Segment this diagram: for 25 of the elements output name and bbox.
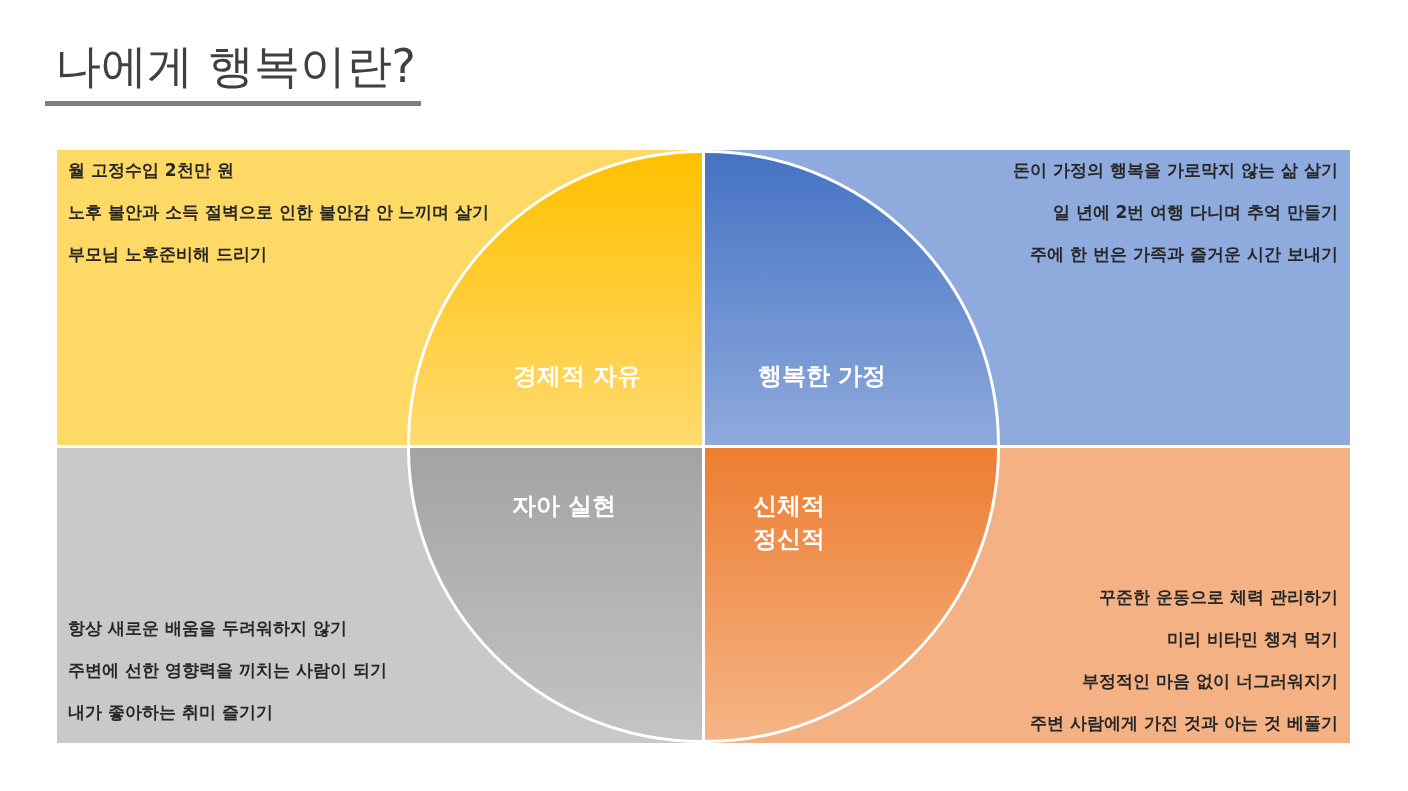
goal-text: 주변에 선한 영향력을 끼치는 사람이 되기 [68, 659, 387, 681]
goal-text: 일 년에 2번 여행 다니며 추억 만들기 [1052, 201, 1338, 223]
goal-text: 항상 새로운 배움을 두려워하지 않기 [68, 617, 347, 639]
goal-text: 부정적인 마음 없이 너그러워지기 [1082, 670, 1338, 692]
goal-text: 돈이 가정의 행복을 가로막지 않는 삶 살기 [1013, 159, 1338, 181]
goal-text: 꾸준한 운동으로 체력 관리하기 [1099, 586, 1338, 608]
quarter-circle [407, 448, 702, 743]
quadrant-panel [57, 150, 702, 445]
goal-text: 부모님 노후준비해 드리기 [68, 243, 267, 265]
title: 나에게 행복이란? [55, 38, 417, 94]
category-label: 신체적 정신적 [753, 491, 826, 555]
goal-text: 노후 불안과 소득 절벽으로 인한 불안감 안 느끼며 살기 [68, 201, 490, 223]
category-label: 행복한 가정 [756, 361, 888, 392]
category-label: 자아 실현 [510, 491, 618, 522]
quadrant-panel [57, 448, 702, 743]
goal-text: 미리 비타민 챙겨 먹기 [1167, 628, 1338, 650]
quarter-circle [705, 448, 1000, 743]
quadrant-panel [705, 150, 1350, 445]
goal-text: 주변 사람에게 가진 것과 아는 것 베풀기 [1030, 712, 1338, 734]
goal-text: 내가 좋아하는 취미 즐기기 [68, 701, 273, 723]
goal-text: 주에 한 번은 가족과 즐거운 시간 보내기 [1030, 243, 1338, 265]
category-label: 경제적 자유 [511, 361, 643, 392]
quarter-circle [705, 150, 1000, 445]
quadrant-panel [705, 448, 1350, 743]
goal-text: 월 고정수입 2천만 원 [68, 159, 234, 181]
